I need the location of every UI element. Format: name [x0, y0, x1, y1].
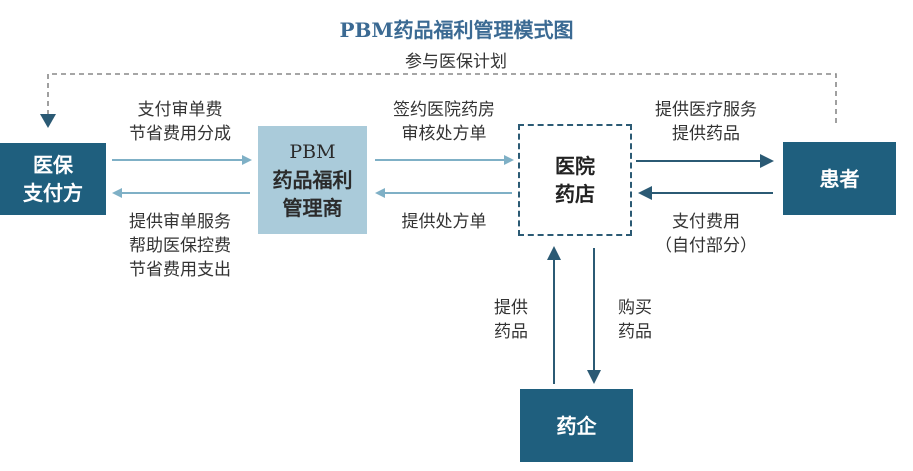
node-pharmacy: 医院 药店 [518, 124, 632, 236]
label-pbm-to-pharmacy: 签约医院药房 审核处方单 [393, 100, 495, 144]
pbm-line3: 管理商 [282, 196, 343, 220]
label-participate-plan: 参与医保计划 [405, 52, 507, 72]
label-pbm-to-payer: 提供审单服务 帮助医保控费 节省费用支出 [129, 212, 231, 280]
label-patient-to-pharmacy: 支付费用 （自付部分） [655, 212, 757, 256]
dashed-line-participate [47, 73, 837, 123]
node-pharma: 药企 [520, 389, 633, 462]
label-pharmacy-to-pharma: 购买 药品 [618, 298, 652, 342]
diagram-title: PBM药品福利管理模式图 [339, 18, 574, 42]
node-patient: 患者 [783, 142, 896, 215]
node-pbm: PBM 药品福利 管理商 [258, 126, 367, 234]
label-pharmacy-to-pbm: 提供处方单 [401, 212, 487, 232]
label-payer-to-pbm: 支付审单费 节省费用分成 [129, 100, 231, 144]
dashed-arrowhead [40, 114, 56, 128]
pbm-line2: 药品福利 [272, 168, 353, 192]
label-pharma-to-pharmacy: 提供 药品 [494, 298, 528, 342]
pbm-line1: PBM [289, 141, 336, 163]
label-pharmacy-to-patient: 提供医疗服务 提供药品 [655, 100, 757, 144]
node-payer: 医保 支付方 [0, 143, 106, 215]
